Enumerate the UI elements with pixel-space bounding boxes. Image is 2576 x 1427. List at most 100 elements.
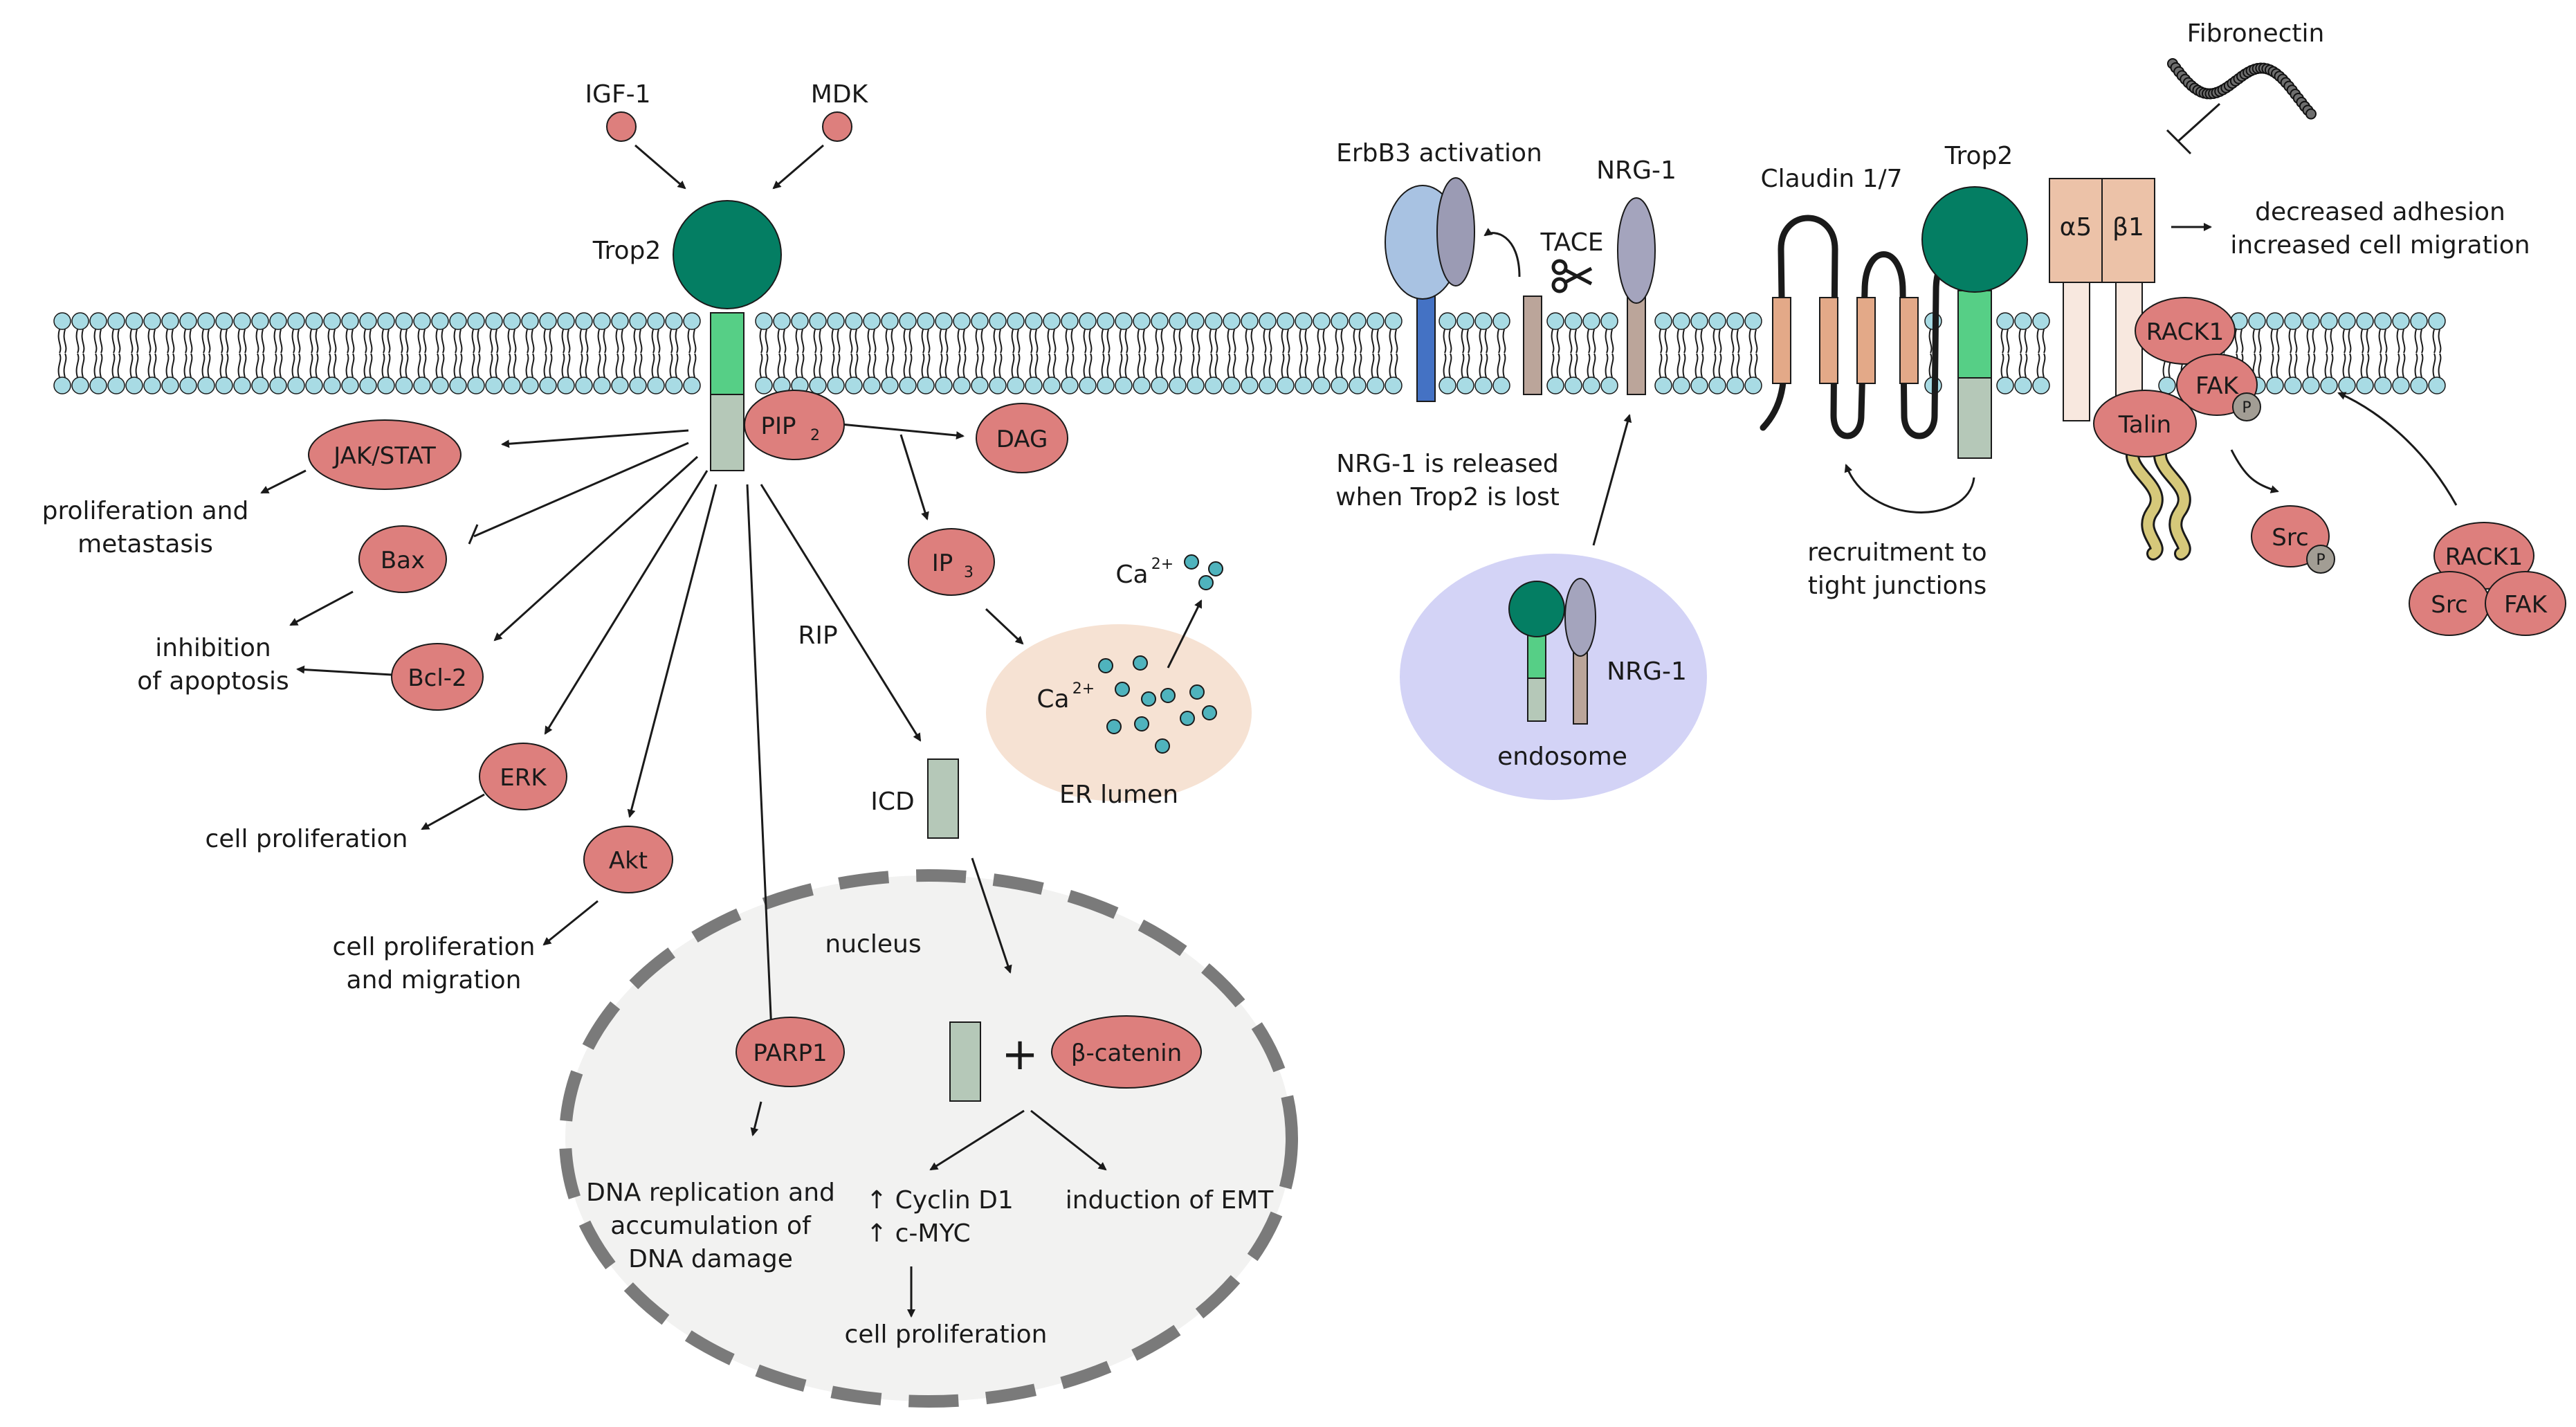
- lipid-tail-lower: [471, 353, 481, 378]
- talin-pill: Talin: [2093, 390, 2197, 457]
- lipid-head: [2356, 376, 2374, 394]
- lipid-tail-lower: [2342, 353, 2352, 378]
- lipid-tail-lower: [921, 353, 931, 378]
- svg-text:RACK1: RACK1: [2146, 318, 2225, 346]
- lipid-head: [215, 376, 233, 394]
- lipid-head: [1492, 376, 1510, 394]
- lipid-tail-upper: [2342, 329, 2352, 354]
- lipid-tail-lower: [2396, 353, 2406, 378]
- lipid-head: [989, 376, 1007, 394]
- lipid-tail-upper: [1605, 329, 1614, 354]
- lipid-tail-lower: [1155, 353, 1164, 378]
- lipid-tail-upper: [111, 329, 121, 354]
- erbb3-receptor: [1385, 177, 1475, 402]
- lipid-tail-upper: [615, 329, 625, 354]
- lipid-head: [881, 312, 899, 330]
- trop2-right-label: Trop2: [1944, 142, 2013, 170]
- scissors-icon: [1551, 259, 1593, 293]
- lipid-tail-lower: [561, 353, 571, 378]
- cell-prolif-migr-line1: cell proliferation: [333, 933, 536, 961]
- lipid-head: [1726, 312, 1744, 330]
- lipid-head: [863, 376, 881, 394]
- lipid-tail-upper: [453, 329, 463, 354]
- bcl2-pill: Bcl-2: [391, 643, 484, 711]
- lipid-tail-lower: [759, 353, 769, 378]
- lipid-tail-lower: [1461, 353, 1470, 378]
- lipid-tail-lower: [273, 353, 283, 378]
- lipid-head: [2392, 312, 2410, 330]
- lipid-tail-lower: [1263, 353, 1272, 378]
- lipid-head: [1564, 312, 1582, 330]
- lipid-head: [143, 376, 161, 394]
- lipid-tail-lower: [525, 353, 535, 378]
- lipid-tail-lower: [1281, 353, 1290, 378]
- lipid-tail-lower: [1677, 353, 1686, 378]
- lipid-tail-upper: [633, 329, 643, 354]
- lipid-tail-upper: [921, 329, 931, 354]
- lipid-tail-lower: [1011, 353, 1021, 378]
- lipid-head: [71, 376, 89, 394]
- lipid-head: [1654, 312, 1672, 330]
- lipid-tail-lower: [975, 353, 985, 378]
- lipid-tail-lower: [1712, 353, 1722, 378]
- lipid-tail-upper: [2252, 329, 2262, 354]
- svg-text:Bax: Bax: [381, 547, 425, 574]
- lipid-tail-lower: [1479, 353, 1488, 378]
- svg-text:Src: Src: [2272, 524, 2309, 552]
- nucleus-prolif-label: cell proliferation: [845, 1320, 1048, 1349]
- lipid-tail-lower: [1695, 353, 1704, 378]
- src-complex-pill: Src: [2409, 571, 2490, 636]
- lipid-head: [521, 376, 539, 394]
- lipid-tail-lower: [795, 353, 805, 378]
- lipid-head: [1169, 312, 1187, 330]
- inhibition-line1: inhibition: [155, 634, 271, 662]
- lipid-head: [269, 312, 287, 330]
- lipid-tail-upper: [1335, 329, 1344, 354]
- lipid-head: [125, 376, 143, 394]
- nrg-released-line1: NRG-1 is released: [1336, 450, 1559, 478]
- lipid-head: [953, 312, 971, 330]
- lipid-head: [611, 376, 629, 394]
- lipid-tail-lower: [1335, 353, 1344, 378]
- lipid-tail-lower: [2270, 353, 2280, 378]
- lipid-head: [2374, 376, 2392, 394]
- lipid-head: [485, 376, 503, 394]
- lipid-head: [2302, 376, 2320, 394]
- lipid-head: [1564, 376, 1582, 394]
- lipid-tail-lower: [1317, 353, 1326, 378]
- cell-prolif-erk-label: cell proliferation: [205, 825, 408, 853]
- lipid-tail-upper: [1065, 329, 1075, 354]
- mdk-label: MDK: [811, 80, 869, 109]
- lipid-tail-lower: [363, 353, 373, 378]
- lipid-tail-upper: [381, 329, 391, 354]
- recruitment-line1: recruitment to: [1807, 538, 1986, 567]
- trop2-right-receptor: [1921, 186, 2028, 459]
- svg-text:RACK1: RACK1: [2445, 543, 2523, 571]
- lipid-head: [1277, 312, 1295, 330]
- lipid-head: [161, 312, 179, 330]
- lipid-tail-lower: [1353, 353, 1362, 378]
- lipid-head: [1996, 376, 2014, 394]
- lipid-tail-upper: [1137, 329, 1147, 354]
- lipid-tail-upper: [1101, 329, 1111, 354]
- nrg1-endosome-label: NRG-1: [1607, 657, 1687, 686]
- lipid-tail-upper: [417, 329, 427, 354]
- lipid-head: [773, 312, 791, 330]
- lipid-tail-upper: [939, 329, 949, 354]
- calcium-ion: [1202, 705, 1217, 720]
- lipid-head: [1367, 376, 1385, 394]
- lipid-head: [179, 376, 197, 394]
- lipid-head: [1582, 376, 1600, 394]
- lipid-tail-upper: [2360, 329, 2370, 354]
- er-lumen: [986, 624, 1252, 801]
- lipid-tail-lower: [2324, 353, 2334, 378]
- lipid-tail-upper: [1227, 329, 1236, 354]
- lipid-tail-upper: [507, 329, 517, 354]
- lipid-head: [1007, 312, 1025, 330]
- calcium-ion: [1155, 738, 1170, 754]
- lipid-tail-upper: [2234, 329, 2244, 354]
- lipid-tail-upper: [1047, 329, 1057, 354]
- lipid-tail-upper: [1263, 329, 1272, 354]
- mdk-ligand: [822, 111, 852, 142]
- lipid-tail-lower: [687, 353, 697, 378]
